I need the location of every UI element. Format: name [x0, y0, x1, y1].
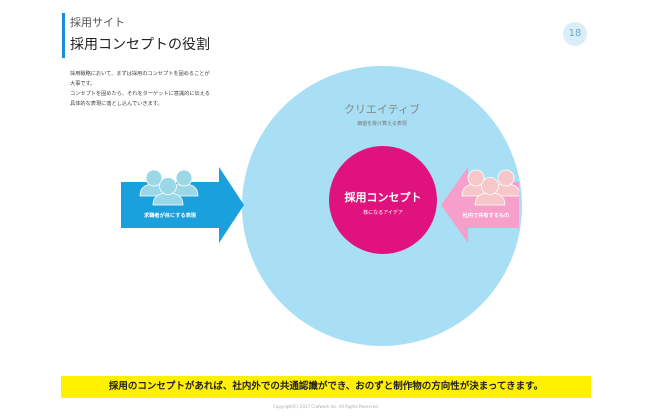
title-accent-bar	[62, 13, 65, 58]
copyright: Copyright(C) 2017 Crafwork Inc. All Righ…	[273, 404, 379, 409]
page-number-badge: 18	[563, 22, 587, 46]
creative-title: クリエイティブ	[343, 103, 421, 116]
summary-banner: 採用のコンセプトがあれば、社内外での共通認識ができ、おのずと制作物の方向性が決ま…	[61, 376, 591, 398]
left-arrow-label: 求職者が目にする表現	[144, 213, 196, 219]
employees-icon	[461, 169, 519, 206]
intro-line: 大事です。	[70, 81, 96, 87]
page-title: 採用コンセプトの役割	[70, 37, 210, 53]
right-arrow-label: 社内で共有するもの	[462, 213, 510, 219]
intro-line: 採用戦略において、まずは採用のコンセプトを固めることが	[70, 71, 210, 77]
intro-line: コンセプトを固めたら、それをターゲットに意識的に伝える	[70, 91, 210, 97]
concept-subtitle: 核になるアイデア	[363, 210, 403, 216]
intro-text: 採用戦略において、まずは採用のコンセプトを固めることが 大事です。 コンセプトを…	[70, 69, 210, 109]
creative-subtitle: 価値を掛け算える表現	[357, 121, 407, 127]
concept-title: 採用コンセプト	[344, 191, 422, 204]
job-seekers-icon	[139, 169, 199, 206]
concept-inner-circle	[329, 146, 437, 254]
section-label: 採用サイト	[70, 16, 125, 29]
intro-line: 具体的な表現に落とし込んでいきます。	[70, 101, 163, 107]
